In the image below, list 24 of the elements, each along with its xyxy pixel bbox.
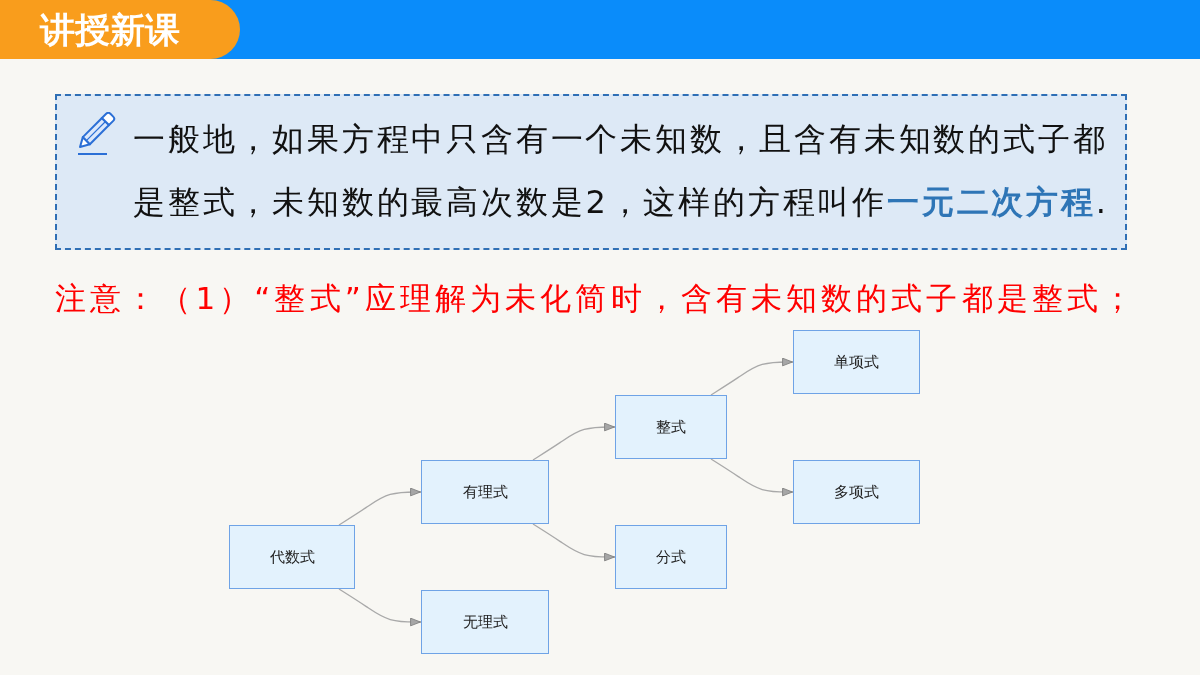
concept-box: [793, 330, 920, 394]
concept-label: 整式: [656, 417, 686, 437]
concept-label: 无理式: [462, 612, 508, 632]
concept-box: [793, 460, 920, 524]
definition-panel: [55, 94, 1127, 250]
arrow: [710, 458, 794, 497]
concept-box: [421, 460, 549, 524]
concept-box: [615, 525, 727, 589]
arrow: [532, 523, 616, 562]
concept-box: [421, 590, 549, 654]
concept-label: 分式: [656, 547, 686, 567]
arrow: [710, 357, 794, 396]
definition-text: 一般地，如果方程中只含有一个未知数，且含有未知数的式子都是整式，未知数的最高次数是2，这样的方程叫作一元二次方程.: [133, 119, 1110, 223]
concept-box: [229, 525, 355, 589]
arrow: [338, 487, 422, 526]
concept-label: 代数式: [269, 547, 315, 567]
note-text: 注意：（1）“整式”应理解为未化简时，含有未知数的式子都是整式；: [55, 279, 1138, 318]
concept-label: 有理式: [462, 482, 508, 502]
concept-box: [615, 395, 727, 459]
section-title: 讲授新课: [40, 9, 180, 52]
concept-label: 单项式: [834, 352, 879, 372]
arrow: [338, 588, 422, 627]
concept-label: 多项式: [834, 482, 879, 502]
arrow: [532, 422, 616, 461]
